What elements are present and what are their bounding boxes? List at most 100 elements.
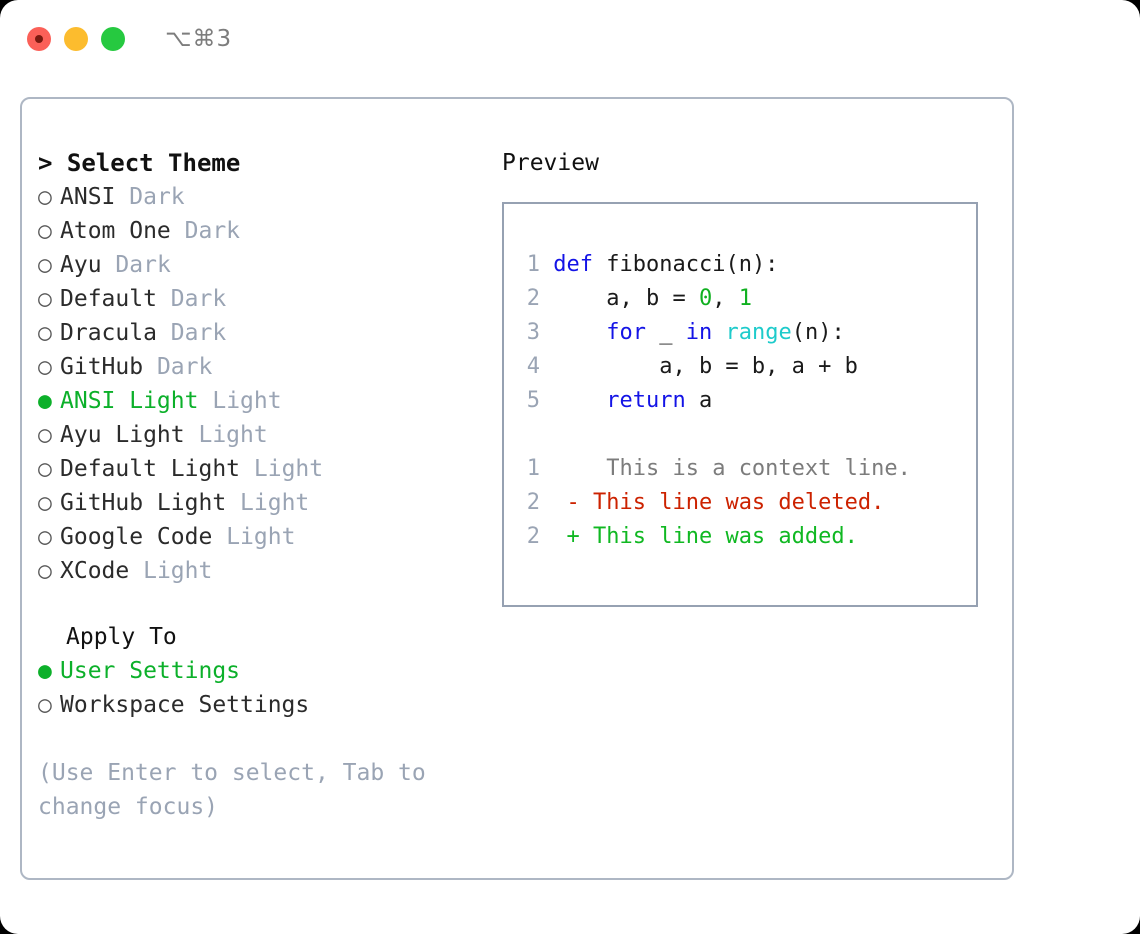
- theme-list-item[interactable]: ○ Ayu Light Light: [38, 418, 500, 452]
- theme-list-item[interactable]: ○ ANSI Dark: [38, 180, 500, 214]
- spacer: [540, 490, 567, 515]
- theme-list-item[interactable]: ●ANSI Light Light: [38, 384, 500, 418]
- code-token: a, b = b, a + b: [540, 354, 858, 379]
- spacer: [157, 320, 171, 346]
- theme-name: ANSI: [60, 184, 116, 210]
- code-token: a, b =: [540, 286, 699, 311]
- diff-marker: [567, 456, 580, 481]
- spacer: [240, 456, 254, 482]
- spacer: [129, 558, 143, 584]
- preview-column: Preview 1 def fibonacci(n):2 a, b = 0, 1…: [500, 99, 1012, 878]
- theme-kind-badge: Light: [212, 388, 282, 414]
- radio-unselected-icon[interactable]: ○: [38, 422, 52, 448]
- theme-name: Dracula: [60, 320, 157, 346]
- theme-list-item[interactable]: ○ GitHub Dark: [38, 350, 500, 384]
- code-token: [712, 320, 725, 345]
- radio-unselected-icon[interactable]: ○: [38, 524, 52, 550]
- radio-selected-icon[interactable]: ●: [38, 658, 52, 684]
- code-token: return: [606, 388, 686, 413]
- code-token: [540, 252, 553, 277]
- line-number: 1: [526, 456, 540, 481]
- apply-to-label: User Settings: [60, 658, 241, 684]
- spacer: [102, 252, 116, 278]
- radio-selected-icon[interactable]: ●: [38, 388, 52, 414]
- theme-list-item[interactable]: ○ Atom One Dark: [38, 214, 500, 248]
- preview-title: Preview: [502, 150, 599, 176]
- diff-marker: +: [566, 524, 580, 549]
- theme-name: GitHub: [60, 354, 144, 380]
- code-token: [540, 388, 606, 413]
- code-line: 2 a, b = 0, 1: [522, 282, 976, 316]
- theme-kind-badge: Dark: [184, 218, 241, 244]
- radio-unselected-icon[interactable]: ○: [38, 218, 52, 244]
- apply-to-item[interactable]: ● User Settings: [38, 654, 500, 688]
- radio-unselected-icon[interactable]: ○: [38, 490, 52, 516]
- line-number: 2: [526, 524, 540, 549]
- theme-name: Google Code: [60, 524, 213, 550]
- diff-text: This line was deleted.: [579, 490, 885, 515]
- theme-list-item[interactable]: ○GitHub Light Light: [38, 486, 500, 520]
- titlebar: ⌥⌘3: [0, 0, 1140, 78]
- spacer: [226, 490, 240, 516]
- spacer: [198, 388, 212, 414]
- theme-list-item[interactable]: ○Default Light Light: [38, 452, 500, 486]
- minimize-window-button[interactable]: [64, 27, 88, 51]
- radio-unselected-icon[interactable]: ○: [38, 456, 52, 482]
- code-token: _: [645, 320, 686, 345]
- code-line: 1 def fibonacci(n):: [522, 248, 976, 282]
- code-line: 3 for _ in range(n):: [522, 316, 976, 350]
- apply-to-item[interactable]: ○ Workspace Settings: [38, 688, 500, 722]
- close-window-button[interactable]: [27, 27, 51, 51]
- theme-list-item[interactable]: ○XCode Light: [38, 554, 500, 588]
- theme-name: Default: [60, 286, 157, 312]
- theme-list-item[interactable]: ○Default Dark: [38, 282, 500, 316]
- theme-name: XCode: [60, 558, 130, 584]
- radio-unselected-icon[interactable]: ○: [38, 354, 52, 380]
- code-token: ,: [712, 286, 739, 311]
- spacer: [540, 456, 567, 481]
- spacer: [143, 354, 157, 380]
- theme-name: Ayu Light: [60, 422, 185, 448]
- line-number: 1: [526, 252, 540, 277]
- theme-list-item[interactable]: ○Ayu Dark: [38, 248, 500, 282]
- theme-kind-badge: Dark: [170, 320, 227, 346]
- apply-to-heading: Apply To: [66, 624, 177, 650]
- maximize-window-button[interactable]: [101, 27, 125, 51]
- diff-line: 2 - This line was deleted.: [522, 486, 976, 520]
- theme-list-item[interactable]: ○ Google Code Light: [38, 520, 500, 554]
- radio-unselected-icon[interactable]: ○: [38, 558, 52, 584]
- theme-kind-badge: Light: [198, 422, 268, 448]
- code-token: 0: [698, 286, 713, 311]
- spacer: [185, 422, 199, 448]
- diff-marker: -: [566, 490, 580, 515]
- spacer: [171, 218, 185, 244]
- spacer: [212, 524, 226, 550]
- apply-to-label: Workspace Settings: [60, 692, 310, 718]
- apply-to-list: ● User Settings ○ Workspace Settings: [38, 654, 500, 722]
- radio-unselected-icon[interactable]: ○: [38, 320, 52, 346]
- radio-unselected-icon[interactable]: ○: [38, 286, 52, 312]
- code-line: 4 a, b = b, a + b: [522, 350, 976, 384]
- line-number: 5: [526, 388, 540, 413]
- theme-name: Atom One: [60, 218, 171, 244]
- diff-sample: 1 This is a context line.2 - This line w…: [522, 452, 976, 554]
- code-line: 5 return a: [522, 384, 976, 418]
- spacer: [115, 184, 129, 210]
- theme-kind-badge: Dark: [156, 354, 213, 380]
- radio-unselected-icon[interactable]: ○: [38, 184, 52, 210]
- radio-unselected-icon[interactable]: ○: [38, 692, 52, 718]
- theme-kind-badge: Light: [226, 524, 296, 550]
- theme-list-item[interactable]: ○ Dracula Dark: [38, 316, 500, 350]
- code-token: for: [606, 320, 646, 345]
- theme-kind-badge: Light: [240, 490, 310, 516]
- line-number: 4: [526, 354, 540, 379]
- theme-kind-badge: Dark: [129, 184, 185, 210]
- page-title: > Select Theme: [38, 149, 241, 177]
- traffic-light-group: [27, 27, 125, 51]
- diff-line: 2 + This line was added.: [522, 520, 976, 554]
- radio-unselected-icon[interactable]: ○: [38, 252, 52, 278]
- line-number: 2: [526, 286, 540, 311]
